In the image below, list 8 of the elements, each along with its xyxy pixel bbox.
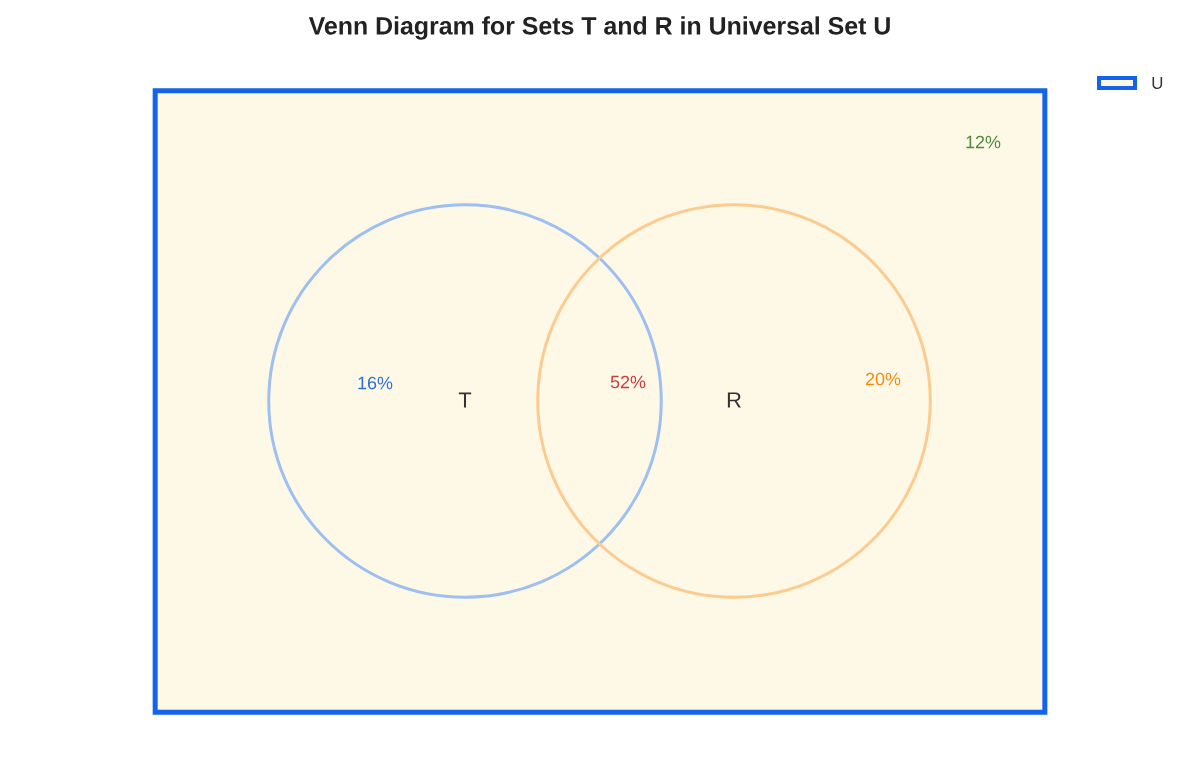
set-label: T (458, 392, 472, 408)
title: Venn Diagram for Sets T and R in Universal Set U (308, 16, 890, 40)
set-label: R (727, 392, 741, 408)
percentage-label: 16% (358, 376, 393, 390)
percentage-label: 52% (610, 375, 646, 389)
percentage-label: 12% (966, 135, 1001, 149)
legend-label: U (1152, 77, 1163, 89)
percentage-label: 20% (865, 372, 901, 386)
